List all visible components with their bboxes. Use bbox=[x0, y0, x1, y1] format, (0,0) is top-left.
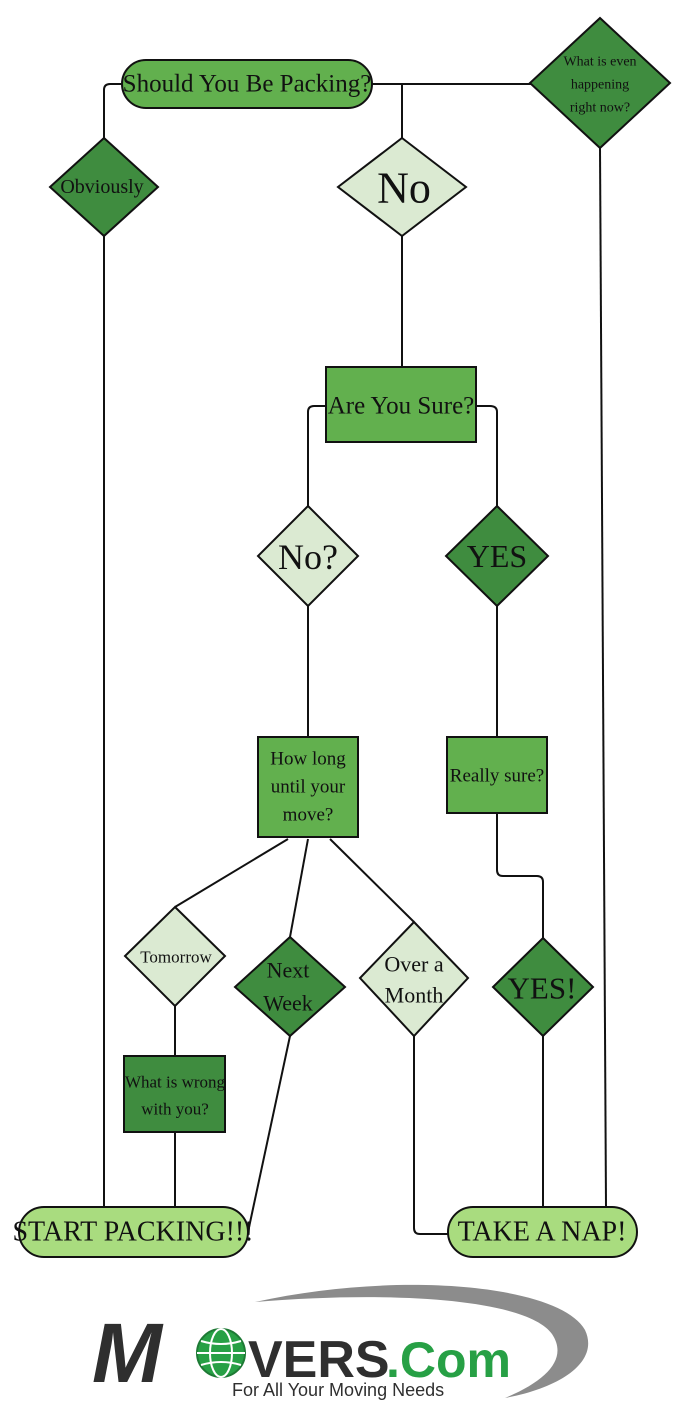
node-label-line-2: Week bbox=[263, 991, 313, 1016]
node-are-you-sure: Are You Sure? bbox=[325, 366, 477, 443]
node-label-line-2: with you? bbox=[141, 1100, 209, 1119]
node-yes: YES bbox=[444, 504, 550, 608]
node-over-a-month: Over a Month bbox=[358, 920, 470, 1038]
node-label-line-1: What is even bbox=[563, 55, 636, 70]
connector-happening-nap bbox=[599, 147, 607, 1208]
connector-howlong-overmonth bbox=[329, 838, 415, 923]
node-label-line-3: right now? bbox=[570, 101, 630, 116]
node-label: No? bbox=[278, 537, 338, 577]
node-label-line-2: until your bbox=[271, 777, 346, 798]
node-take-a-nap: TAKE A NAP! bbox=[447, 1206, 638, 1258]
logo-tagline: For All Your Moving Needs bbox=[232, 1380, 444, 1400]
node-tomorrow: Tomorrow bbox=[123, 905, 227, 1008]
node-label-line-3: move? bbox=[283, 805, 334, 826]
globe-icon bbox=[196, 1328, 246, 1378]
node-what-is-wrong: What is wrong with you? bbox=[123, 1055, 226, 1133]
node-how-long: How long until your move? bbox=[257, 736, 359, 838]
connector-reallysure-yesx bbox=[496, 813, 544, 938]
connector-overmonth-nap bbox=[413, 1010, 448, 1235]
node-label-line-1: Over a bbox=[384, 952, 443, 977]
node-label: Tomorrow bbox=[140, 948, 212, 967]
node-label: Really sure? bbox=[450, 766, 544, 787]
node-yes-exclaim: YES! bbox=[491, 936, 595, 1038]
node-should-you-be-packing: Should You Be Packing? bbox=[121, 59, 373, 109]
connector-howlong-tomorrow bbox=[174, 838, 289, 908]
node-label: Should You Be Packing? bbox=[123, 71, 372, 98]
node-no: No bbox=[336, 136, 468, 238]
node-label-line-1: How long bbox=[270, 749, 346, 770]
logo-vers: VERS bbox=[248, 1331, 390, 1389]
movers-logo: M VERS .Com For All Your Moving Needs bbox=[92, 1284, 589, 1400]
connector-sure-noq bbox=[307, 405, 326, 506]
node-label: YES! bbox=[508, 971, 577, 1006]
connector-sure-yes bbox=[476, 405, 498, 506]
node-label-line-1: What is wrong bbox=[125, 1073, 226, 1092]
node-obviously: Obviously bbox=[48, 136, 160, 238]
logo-m: M bbox=[92, 1306, 164, 1400]
connector-nextweek-start-packing bbox=[247, 1035, 291, 1233]
node-label-line-2: Month bbox=[385, 983, 444, 1008]
node-label-line-2: happening bbox=[571, 78, 629, 93]
node-label: Are You Sure? bbox=[328, 393, 475, 420]
node-label-line-1: Next bbox=[267, 958, 310, 983]
node-label: YES bbox=[467, 538, 527, 574]
connector-start-obviously bbox=[103, 83, 124, 138]
node-label: Obviously bbox=[60, 176, 143, 198]
node-next-week: Next Week bbox=[233, 935, 347, 1038]
node-no-question: No? bbox=[256, 504, 360, 608]
connectors bbox=[103, 83, 607, 1235]
logo-com: .Com bbox=[386, 1332, 511, 1388]
node-label: START PACKING!!! bbox=[12, 1217, 253, 1248]
node-really-sure: Really sure? bbox=[446, 736, 548, 814]
connector-howlong-nextweek bbox=[289, 838, 309, 938]
node-what-is-happening: What is even happening right now? bbox=[528, 16, 672, 150]
node-label: No bbox=[377, 164, 431, 213]
node-start-packing: START PACKING!!! bbox=[12, 1206, 254, 1258]
node-label: TAKE A NAP! bbox=[458, 1217, 627, 1248]
logo-swoosh bbox=[255, 1284, 589, 1398]
